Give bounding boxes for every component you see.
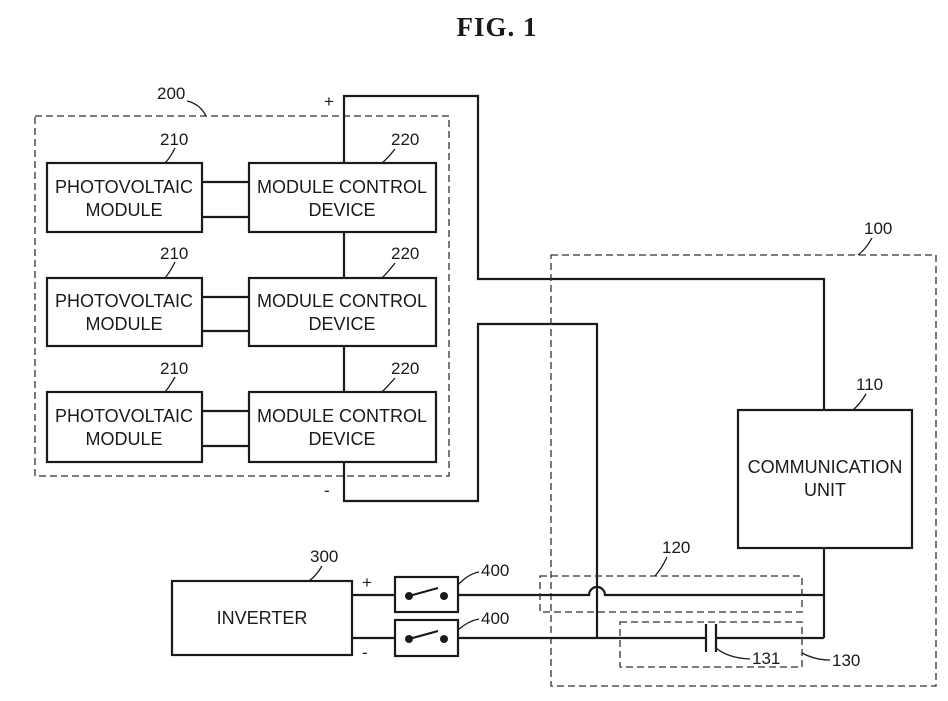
pv-module-3-ref: 210 [160, 359, 188, 378]
mcd-1-leader [382, 149, 395, 163]
pv-module-1-line2: MODULE [85, 200, 162, 220]
mcd-1-line1: MODULE CONTROL [257, 177, 427, 197]
inverter-minus: - [362, 643, 368, 662]
group-200-leader [187, 101, 206, 116]
mcd-2-ref: 220 [391, 244, 419, 263]
pv-mcd-link-2 [202, 297, 249, 331]
communication-unit-line2: UNIT [804, 480, 846, 500]
communication-unit-line1: COMMUNICATION [748, 457, 903, 477]
module-control-device-2 [249, 278, 436, 346]
mcd-2-line1: MODULE CONTROL [257, 291, 427, 311]
group-200-minus: - [324, 481, 330, 500]
pv-module-3-line1: PHOTOVOLTAIC [55, 406, 193, 426]
mcd-1-line2: DEVICE [308, 200, 375, 220]
photovoltaic-module-1 [47, 163, 202, 232]
capacitor-block-130-ref: 130 [832, 651, 860, 670]
capacitor-131 [706, 624, 716, 652]
photovoltaic-module-3 [47, 392, 202, 462]
switch-400-top [395, 577, 458, 612]
pv-module-2-leader [165, 262, 175, 278]
inverter-output-wires [352, 595, 395, 638]
pv-module-1-line1: PHOTOVOLTAIC [55, 177, 193, 197]
pv-module-3-line2: MODULE [85, 429, 162, 449]
inverter-plus: + [362, 573, 372, 592]
switch-400-top-ref: 400 [481, 561, 509, 580]
module-control-device-3 [249, 392, 436, 462]
negative-bus-wire [344, 324, 597, 638]
mcd-3-line1: MODULE CONTROL [257, 406, 427, 426]
communication-unit-ref: 110 [856, 375, 883, 394]
positive-line-to-inverter [458, 587, 824, 595]
pv-module-2-line1: PHOTOVOLTAIC [55, 291, 193, 311]
capacitor-131-leader [716, 648, 750, 659]
mcd-3-leader [382, 378, 395, 392]
switch-400-bottom-leader [458, 619, 479, 630]
photovoltaic-module-2 [47, 278, 202, 346]
capacitor-131-ref: 131 [752, 649, 780, 668]
mcd-2-leader [382, 263, 395, 278]
pv-module-2-ref: 210 [160, 244, 188, 263]
inverter-label: INVERTER [217, 608, 308, 628]
switch-400-top-leader [458, 572, 479, 585]
pv-module-1-leader [165, 148, 175, 163]
pv-mcd-link-1 [202, 182, 249, 217]
pv-module-2-line2: MODULE [85, 314, 162, 334]
figure-title: FIG. 1 [456, 12, 537, 42]
mcd-3-ref: 220 [391, 359, 419, 378]
group-200-plus: + [324, 92, 334, 111]
pv-module-1-ref: 210 [160, 130, 188, 149]
communication-unit-leader [853, 394, 866, 410]
mcd-2-line2: DEVICE [308, 314, 375, 334]
mcd-1-ref: 220 [391, 130, 419, 149]
coupler-120-ref: 120 [662, 538, 690, 557]
coupler-120-leader [655, 557, 667, 576]
mcd-3-line2: DEVICE [308, 429, 375, 449]
capacitor-block-130-leader [802, 653, 830, 660]
inverter-leader [309, 566, 322, 581]
communication-unit [738, 410, 912, 548]
switch-400-bottom [395, 620, 458, 656]
group-100-leader [858, 238, 872, 255]
pv-module-3-leader [165, 377, 175, 392]
module-control-device-1 [249, 163, 436, 232]
inverter-ref: 300 [310, 547, 338, 566]
group-100-ref: 100 [864, 219, 892, 238]
switch-400-bottom-ref: 400 [481, 609, 509, 628]
group-200-ref: 200 [157, 84, 185, 103]
pv-mcd-link-3 [202, 411, 249, 446]
